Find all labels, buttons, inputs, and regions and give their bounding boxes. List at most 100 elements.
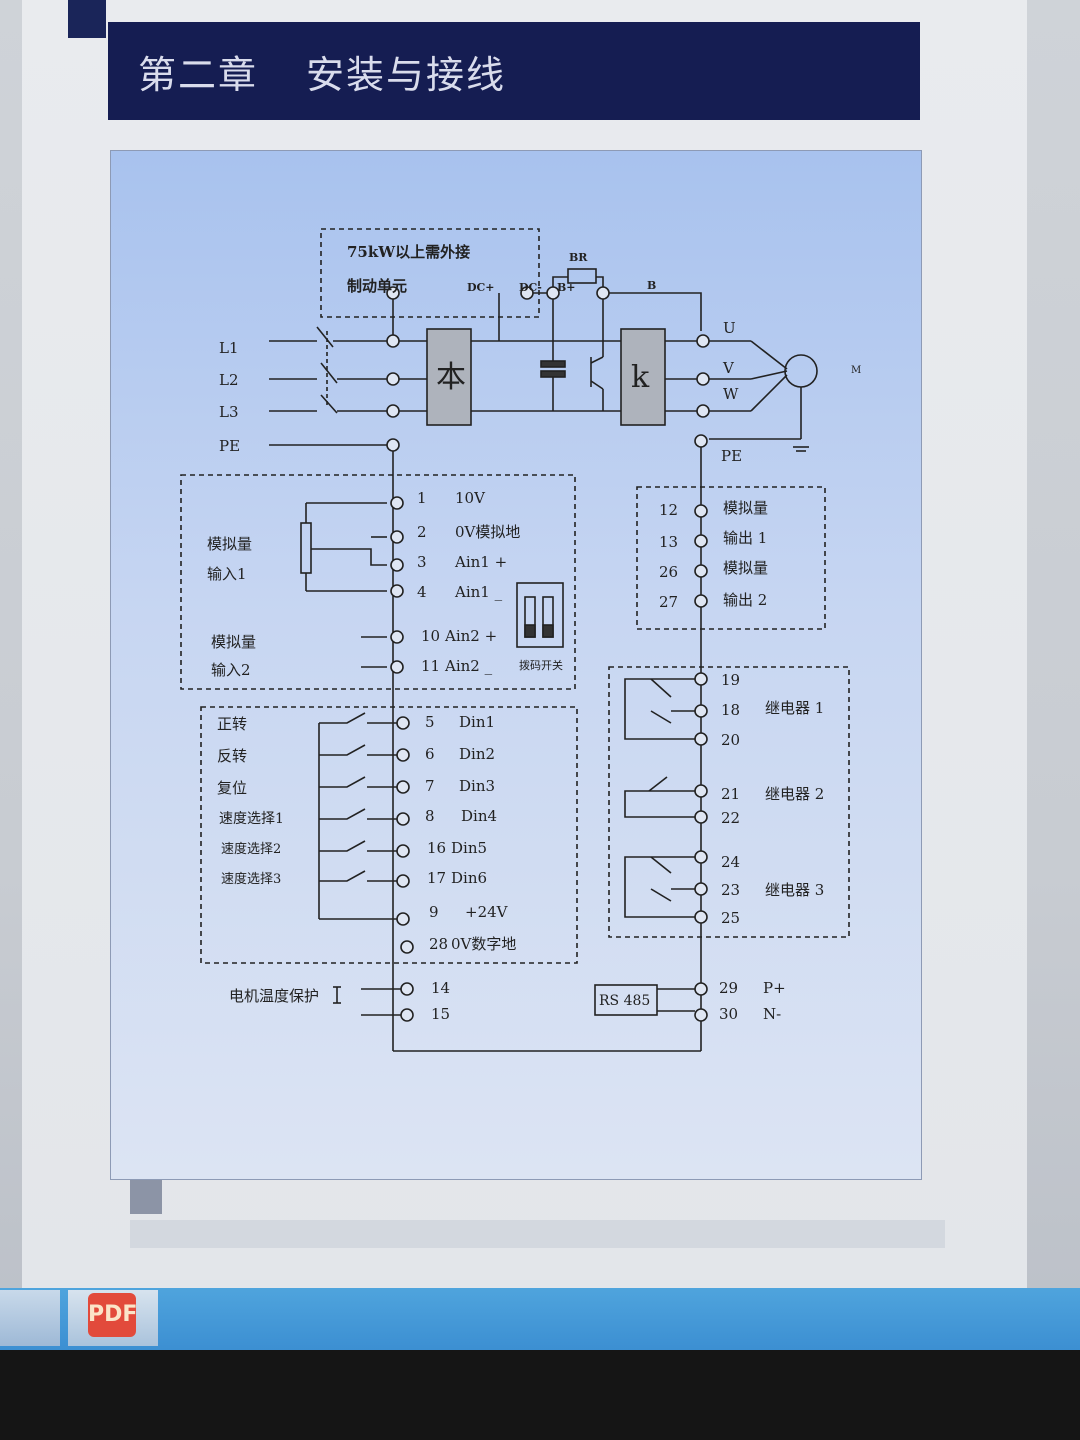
analog-terminal-num-3: 3 bbox=[417, 553, 427, 571]
aout-name-12: 模拟量 bbox=[723, 499, 768, 517]
terminal-l3 bbox=[386, 404, 400, 418]
terminal-b-plus bbox=[546, 286, 560, 300]
rs485-terminal-30: 30 bbox=[719, 1005, 738, 1023]
motor-symbol bbox=[784, 354, 818, 388]
terminal-l2 bbox=[386, 372, 400, 386]
din-num-2: 6 bbox=[425, 745, 435, 763]
motor-v: V bbox=[722, 359, 735, 377]
din-num-4: 8 bbox=[425, 807, 435, 825]
mains-pe: PE bbox=[219, 437, 240, 455]
rs485-n-minus: N- bbox=[763, 1005, 781, 1023]
analog-input1-label-2: 输入1 bbox=[207, 565, 247, 583]
analog-input2-label-1: 模拟量 bbox=[211, 633, 256, 651]
relay1-terminal-19: 19 bbox=[721, 671, 740, 689]
relay2-name: 继电器 2 bbox=[765, 785, 824, 803]
supply-name-24v: +24V bbox=[465, 903, 509, 921]
relay3-name: 继电器 3 bbox=[765, 881, 824, 899]
inverter-glyph: k bbox=[631, 360, 650, 395]
pdf-app-icon[interactable]: PDF bbox=[88, 1293, 137, 1337]
taskbar bbox=[0, 1288, 1080, 1350]
aout-name-13: 输出 1 bbox=[723, 529, 767, 547]
relay3-terminal-23: 23 bbox=[721, 881, 740, 899]
analog-terminal-name-11: Ain2 _ bbox=[444, 657, 493, 675]
din-num-1: 5 bbox=[425, 713, 435, 731]
analog-terminal-name-2: 0V模拟地 bbox=[455, 523, 520, 541]
supply-num-28: 28 bbox=[429, 935, 448, 953]
wiring-diagram-panel: 本 k 75kW以上需外接 制动单元 DC+ DC- B+ BR B L1 L2… bbox=[110, 150, 922, 1180]
analog-terminal-num-11: 11 bbox=[421, 657, 440, 675]
monitor-bezel bbox=[0, 1350, 1080, 1440]
chapter-header: 第二章 安装与接线 bbox=[108, 22, 920, 120]
terminal-b bbox=[596, 286, 610, 300]
analog-terminal-name-1: 10V bbox=[455, 489, 486, 507]
terminal-dc-minus bbox=[520, 286, 534, 300]
din-name-3: Din3 bbox=[459, 777, 495, 795]
analog-terminal-num-4: 4 bbox=[417, 583, 427, 601]
din-name-6: Din6 bbox=[451, 869, 487, 887]
terminal-l1 bbox=[386, 334, 400, 348]
din-num-6: 17 bbox=[427, 869, 446, 887]
rectifier-block bbox=[426, 328, 472, 426]
terminal-pe-in bbox=[386, 438, 400, 452]
din-label-2: 反转 bbox=[217, 747, 247, 765]
mains-l2: L2 bbox=[219, 371, 239, 389]
relay1-terminal-20: 20 bbox=[721, 731, 740, 749]
analog-input1-label-1: 模拟量 bbox=[207, 535, 252, 553]
relay1-terminal-18: 18 bbox=[721, 701, 740, 719]
inverter-block bbox=[620, 328, 666, 426]
din-name-1: Din1 bbox=[459, 713, 495, 731]
motor-label: M bbox=[851, 365, 861, 376]
analog-terminal-num-2: 2 bbox=[417, 523, 427, 541]
header-corner-block bbox=[68, 0, 106, 38]
aout-num-13: 13 bbox=[659, 533, 678, 551]
supply-num-9: 9 bbox=[429, 903, 439, 921]
b-label: B bbox=[647, 279, 656, 292]
dc-minus-label: DC- bbox=[519, 281, 542, 294]
rs485-box bbox=[594, 984, 658, 1016]
motor-temp-terminal-14: 14 bbox=[431, 979, 450, 997]
din-num-5: 16 bbox=[427, 839, 446, 857]
brake-note-line2: 制动单元 bbox=[347, 277, 407, 295]
terminal-w bbox=[696, 404, 710, 418]
rs485-label: RS 485 bbox=[599, 993, 650, 1009]
aout-num-27: 27 bbox=[659, 593, 678, 611]
chapter-title: 安装与接线 bbox=[306, 53, 507, 97]
dc-capacitor bbox=[540, 360, 566, 368]
aout-name-27: 输出 2 bbox=[723, 591, 767, 609]
potentiometer bbox=[300, 522, 312, 574]
terminal-v bbox=[696, 372, 710, 386]
terminal-pe-out bbox=[694, 434, 708, 448]
aout-num-12: 12 bbox=[659, 501, 678, 519]
terminal-dc-plus bbox=[386, 286, 400, 300]
motor-temp-terminal-15: 15 bbox=[431, 1005, 450, 1023]
brake-note-line1: 75kW以上需外接 bbox=[347, 243, 470, 261]
br-label: BR bbox=[569, 251, 588, 264]
footer-square bbox=[130, 1180, 162, 1214]
relay-output-box bbox=[608, 666, 850, 938]
analog-input-box bbox=[180, 474, 576, 690]
brake-unit-box bbox=[320, 228, 540, 318]
motor-u: U bbox=[723, 319, 736, 337]
analog-terminal-name-10: Ain2 + bbox=[444, 627, 497, 645]
relay2-terminal-22: 22 bbox=[721, 809, 740, 827]
analog-input2-label-2: 输入2 bbox=[211, 661, 251, 679]
dip-switch bbox=[516, 582, 564, 648]
din-label-3: 复位 bbox=[217, 779, 247, 797]
dip-switch-label: 拨码开关 bbox=[519, 658, 563, 672]
din-name-2: Din2 bbox=[459, 745, 495, 763]
relay3-terminal-24: 24 bbox=[721, 853, 740, 871]
aout-num-26: 26 bbox=[659, 563, 678, 581]
wiring-diagram: 本 k 75kW以上需外接 制动单元 DC+ DC- B+ BR B L1 L2… bbox=[180, 228, 861, 1052]
din-label-4: 速度选择1 bbox=[219, 811, 284, 827]
din-name-4: Din4 bbox=[461, 807, 497, 825]
relay3-terminal-25: 25 bbox=[721, 909, 740, 927]
motor-pe: PE bbox=[721, 447, 742, 465]
relay2-terminal-21: 21 bbox=[721, 785, 740, 803]
din-label-1: 正转 bbox=[217, 715, 247, 733]
motor-temp-label: 电机温度保护 bbox=[229, 987, 319, 1005]
analog-output-box bbox=[636, 486, 826, 630]
taskbar-item-folder[interactable] bbox=[0, 1290, 60, 1346]
dc-plus-label: DC+ bbox=[467, 281, 495, 294]
b-plus-label: B+ bbox=[557, 281, 576, 294]
